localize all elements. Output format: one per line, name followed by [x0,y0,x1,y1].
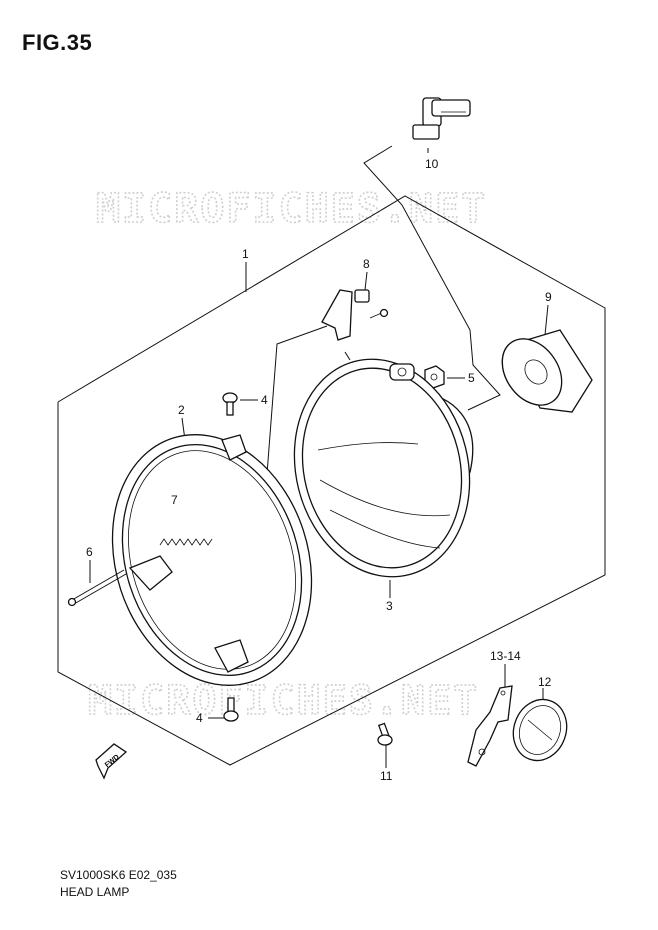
assembly-boundary [57,195,606,766]
bolt [377,722,393,746]
callout-rim: 2 [178,403,185,417]
socket-cover [501,329,593,413]
stay [467,685,513,767]
section-name: HEAD LAMP [60,885,130,899]
adjust-screw [67,569,127,607]
callout-cushion: 12 [538,675,552,689]
bracket [321,289,389,341]
callout-screw-top: 4 [261,393,268,407]
callout-bulb: 10 [425,157,439,171]
callout-headlamp-assy: 1 [242,247,249,261]
rim [111,434,313,686]
watermark-top: MICROFICHES.NET [96,186,487,232]
bulb [412,97,471,140]
callout-lens-unit: 3 [386,599,393,613]
callout-socket-cover: 9 [545,290,552,304]
callout-spring: 7 [171,493,178,507]
callout-adjust-screw: 6 [86,545,93,559]
cushion [512,698,568,762]
callout-stay: 13-14 [490,649,521,663]
screw-top [222,392,238,416]
lens-unit [293,358,474,578]
callout-nut: 5 [468,371,475,385]
watermark-bottom: MICROFICHES.NET [88,678,479,724]
direction-badge: FWD [95,743,128,780]
callout-screw-bottom: 4 [196,711,203,725]
spring [159,538,213,546]
screw-bottom [223,697,239,722]
model-code: SV1000SK6 E02_035 [60,868,177,882]
callout-bracket: 8 [363,257,370,271]
callout-bolt: 11 [380,769,393,783]
figure-title: FIG.35 [22,30,93,55]
